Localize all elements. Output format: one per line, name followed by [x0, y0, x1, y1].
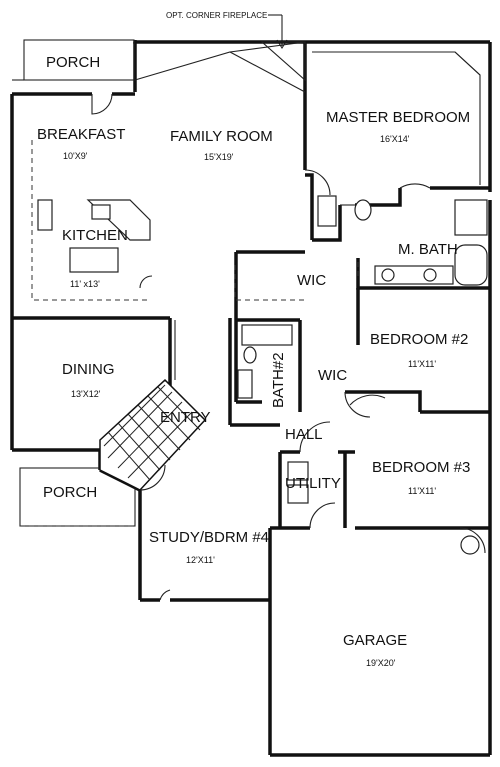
wic-2-label: WIC: [318, 367, 347, 384]
garage-dim: 19'X20': [366, 658, 396, 668]
kitchen-sink: [91, 204, 111, 220]
kitchen-island: [69, 247, 119, 273]
bedroom-3-dim: 11'X11': [408, 486, 436, 496]
bedroom-2-label: BEDROOM #2: [370, 331, 468, 348]
dryer: [287, 484, 309, 504]
water-heater: [460, 535, 480, 555]
bedroom-2-dim: 11'X11': [408, 359, 436, 369]
master-bedroom-label: MASTER BEDROOM: [326, 109, 470, 126]
tub: [454, 244, 488, 286]
shower: [454, 199, 488, 236]
room-labels: PORCH BREAKFAST 10'X9' FAMILY ROOM 15'X1…: [37, 54, 470, 668]
wic-1-label: WIC: [297, 272, 326, 289]
fridge: [37, 199, 53, 231]
study-label: STUDY/BDRM #4: [149, 529, 269, 546]
fixtures: [37, 195, 488, 555]
master-bath-label: M. BATH: [398, 241, 458, 258]
entry-label: ENTRY: [160, 409, 211, 426]
porch-bottom-label: PORCH: [43, 484, 97, 501]
utility-label: UTILITY: [285, 475, 341, 492]
washer: [287, 461, 309, 481]
master-bedroom-dim: 16'X14': [380, 134, 410, 144]
garage-label: GARAGE: [343, 632, 407, 649]
kitchen-label: KITCHEN: [62, 227, 128, 244]
doors: [91, 93, 486, 601]
bath2-vanity: [237, 369, 253, 399]
study-dim: 12'X11': [186, 555, 215, 565]
hall-label: HALL: [285, 426, 323, 443]
porch-top-label: PORCH: [46, 54, 100, 71]
bath-2-label: BATH#2: [270, 352, 287, 408]
bath2-toilet: [243, 346, 257, 364]
dining-dim: 13'X12': [71, 389, 101, 399]
family-room-label: FAMILY ROOM: [170, 128, 273, 145]
family-room-dim: 15'X19': [204, 152, 234, 162]
master-toilet: [354, 199, 372, 221]
master-closet: [317, 195, 337, 227]
kitchen-dim: 11' x13': [70, 279, 100, 289]
bath2-tub: [241, 324, 293, 346]
dining-label: DINING: [62, 361, 115, 378]
entry-tile: [99, 378, 207, 491]
breakfast-dim: 10'X9': [63, 151, 88, 161]
bedroom-3-label: BEDROOM #3: [372, 459, 470, 476]
thin-lines: [12, 39, 481, 527]
fireplace-note: OPT. CORNER FIREPLACE: [166, 11, 267, 20]
pantry-door: [139, 275, 153, 289]
breakfast-label: BREAKFAST: [37, 126, 125, 143]
